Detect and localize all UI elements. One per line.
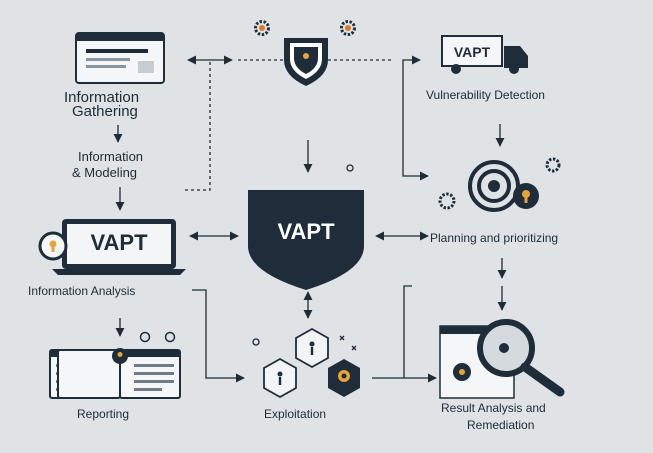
label-result-1: Result Analysis and <box>441 401 546 415</box>
label-info-modeling-2: & Modeling <box>72 165 138 180</box>
vapt-center-shield <box>248 190 364 290</box>
hexagon-lock-icon <box>328 359 360 397</box>
label-exploitation: Exploitation <box>264 407 327 421</box>
arrow-right-bracket <box>402 59 429 181</box>
small-gear-icon <box>139 331 176 343</box>
center-badge-text: VAPT <box>277 219 335 244</box>
hexagon-icon <box>263 357 297 399</box>
hexagon-icon <box>295 327 329 369</box>
small-icons <box>252 335 357 351</box>
label-info-gathering-1: Information <box>64 89 140 106</box>
report-documents-icon <box>49 349 121 399</box>
label-info-modeling-1: Information <box>78 149 144 164</box>
gear-icon <box>438 157 561 210</box>
label-info-gathering-2: Gathering <box>72 103 138 120</box>
label-result-2: Remediation <box>467 418 535 432</box>
label-info-analysis: Information Analysis <box>28 284 136 298</box>
laptop-badge-text: VAPT <box>90 230 148 255</box>
gear-icon <box>340 20 356 36</box>
truck-icon <box>441 35 528 74</box>
gear-icon <box>254 20 270 36</box>
report-documents-icon <box>119 349 181 399</box>
lock-icon <box>112 348 128 364</box>
small-dot-icon <box>346 164 354 172</box>
laptop-icon <box>52 219 186 275</box>
label-reporting: Reporting <box>77 407 130 421</box>
label-planning: Planning and prioritizing <box>430 231 559 245</box>
shield-icon <box>284 38 328 86</box>
connector-lines <box>113 55 507 383</box>
browser-window-icon <box>75 32 165 84</box>
label-vuln-detection: Vulnerability Detection <box>426 88 545 102</box>
magnifier-icon <box>439 319 565 399</box>
arrow-analysis-exploitation <box>192 289 245 383</box>
truck-badge-text: VAPT <box>454 44 491 60</box>
target-icon <box>468 160 520 212</box>
lock-icon <box>513 183 539 209</box>
lock-icon <box>38 231 68 261</box>
